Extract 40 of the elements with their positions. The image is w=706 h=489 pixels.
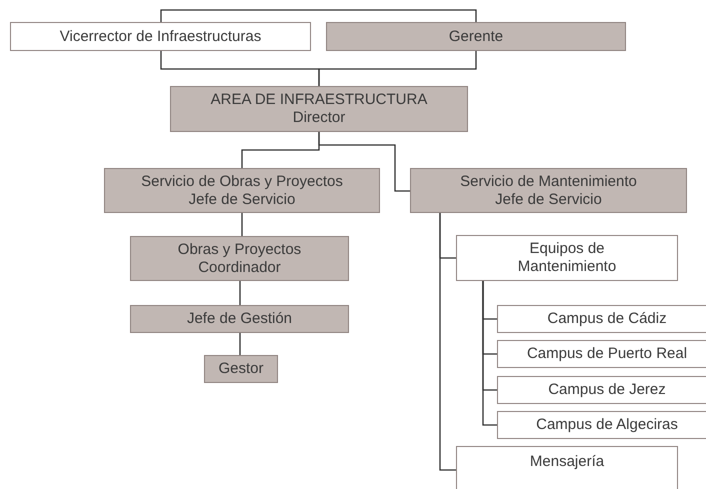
position-title: AREA DE INFRAESTRUCTURA — [210, 91, 428, 109]
position-box — [130, 305, 349, 333]
position-box — [130, 236, 349, 281]
position-title: Director — [292, 109, 346, 127]
position-title: Campus de Cádiz — [547, 310, 667, 328]
unit-box — [497, 340, 706, 368]
unit-box — [497, 305, 706, 333]
position-title: Campus de Jerez — [548, 381, 666, 399]
position-title: Campus de Algeciras — [536, 416, 678, 434]
position-title: Servicio de Obras y Proyectos — [141, 172, 343, 190]
position-title: Gestor — [218, 360, 264, 378]
position-box — [204, 355, 278, 383]
position-title: Obras y Proyectos — [178, 240, 302, 258]
position-title: Coordinador — [198, 258, 281, 276]
connector-line — [241, 213, 243, 236]
connector-line — [239, 333, 241, 355]
unit-box — [497, 376, 706, 404]
position-box — [104, 168, 380, 213]
connector-line — [239, 281, 241, 305]
unit-box — [456, 235, 678, 281]
connector-line — [439, 213, 456, 471]
position-title: Mensajería — [530, 453, 604, 471]
position-title: Equipos de Mantenimiento — [516, 240, 618, 276]
unit-box — [456, 446, 678, 489]
position-box — [410, 168, 687, 213]
connector-line — [160, 9, 477, 22]
connector-line — [318, 132, 410, 192]
unit-box — [10, 22, 311, 51]
unit-box — [497, 411, 706, 439]
position-box — [326, 22, 626, 51]
position-title: Vicerrector de Infraestructuras — [60, 28, 262, 46]
position-title: Gerente — [448, 28, 504, 46]
position-box — [170, 86, 468, 132]
position-title: Servicio de Mantenimiento — [460, 172, 637, 190]
position-title: Jefe de Gestión — [186, 310, 292, 328]
position-title: Jefe de Servicio — [188, 190, 296, 208]
position-title: Campus de Puerto Real — [526, 345, 688, 363]
connector-line — [482, 281, 497, 426]
position-title: Jefe de Servicio — [495, 190, 602, 208]
connector-line — [318, 51, 477, 86]
